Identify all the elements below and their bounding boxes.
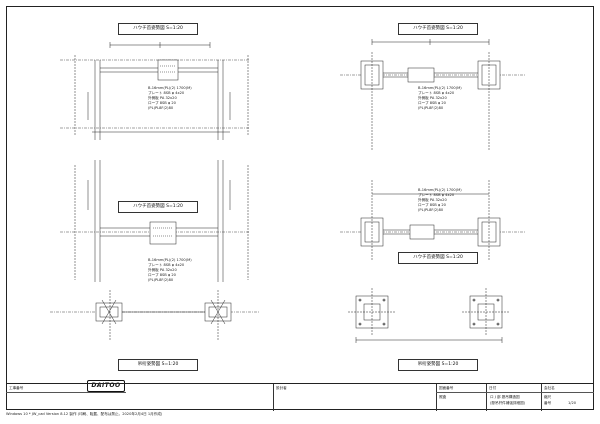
view-title-right-middle: ハウチ首姿勢図 S=1:20	[398, 252, 478, 264]
callout-left-upper-1: B-16mm(PL)(2) 1700(M)	[148, 86, 192, 90]
date-label: 日付	[489, 386, 497, 390]
view-title-left-lower: 吊桁姿勢図 S=1:20	[118, 359, 198, 371]
sheet-value: 1/20	[568, 401, 577, 405]
callout-right-upper-5: (PL)PL8F(2)80	[418, 106, 444, 110]
drawing-border	[6, 6, 594, 410]
callout-left-upper-3: 外側板 PA 32x20	[148, 96, 177, 100]
title-block: 工事番号 設計者 図面番号 日付 会社名 照査 ロ J 部 懸吊構造図 (懸吊杆…	[6, 383, 594, 411]
callout-right-middle-3: 外側板 PA 32x20	[418, 198, 447, 202]
callout-left-middle-3: 外側板 PA 32x20	[148, 268, 177, 272]
drawing-subname: (懸吊杆件補強詳細図)	[490, 401, 526, 405]
left-upper-view	[60, 42, 250, 140]
company-label: 会社名	[544, 386, 555, 390]
right-upper-view	[340, 39, 525, 150]
callout-left-middle-1: B-16mm(PL)(2) 1700(M)	[148, 258, 192, 262]
scale-label: 縮尺	[544, 395, 552, 399]
right-middle-view	[340, 180, 525, 260]
callout-right-middle-5: (PL)PL8F(2)80	[418, 208, 444, 212]
callout-right-upper-4: ロープ 8SB φ 20	[418, 101, 446, 105]
callout-right-middle-1: B-16mm(PL)(2) 1700(M)	[418, 188, 462, 192]
callout-right-upper-1: B-16mm(PL)(2) 1700(M)	[418, 86, 462, 90]
view-title-right-lower: 吊桁姿勢図 S=1:20	[398, 359, 478, 371]
callout-right-upper-3: 外側板 PA 32x20	[418, 96, 447, 100]
sheet-label: 番号	[544, 401, 552, 405]
callout-left-upper-5: (PL)PL8F(2)80	[148, 106, 174, 110]
callout-left-middle-5: (PL)PL8F(2)80	[148, 278, 174, 282]
left-middle-view	[60, 160, 250, 282]
footer-text: Windows 10 * JW_cad Version 8.12 製作 (印刷、…	[6, 412, 163, 416]
callout-left-middle-2: プレート 8SB φ 4x20	[148, 263, 185, 267]
checker-label: 照査	[439, 395, 447, 399]
designer-label: 設計者	[276, 386, 287, 390]
drawing-number-label: 図面番号	[439, 386, 454, 390]
callout-left-upper-4: ロープ 8SB φ 20	[148, 101, 176, 105]
project-label: 工事番号	[9, 386, 24, 390]
callout-right-middle-2: プレート 8SB φ 4x20	[418, 193, 455, 197]
callout-left-upper-2: プレート 8SB φ 4x20	[148, 91, 185, 95]
right-lower-view	[348, 288, 510, 343]
view-title-right-upper: ハウチ首姿勢図 S=1:20	[398, 23, 478, 35]
callout-right-upper-2: プレート 8SB φ 4x20	[418, 91, 455, 95]
callout-left-middle-4: ロープ 8SB φ 20	[148, 273, 176, 277]
drawing-name: ロ J 部 懸吊構造図	[490, 395, 520, 399]
view-title-left-middle: ハウチ首姿勢図 S=1:20	[118, 201, 198, 213]
left-lower-view	[50, 290, 260, 340]
callout-right-middle-4: ロープ 8SB φ 20	[418, 203, 446, 207]
view-title-left-upper: ハウチ首姿勢図 S=1:20	[118, 23, 198, 35]
